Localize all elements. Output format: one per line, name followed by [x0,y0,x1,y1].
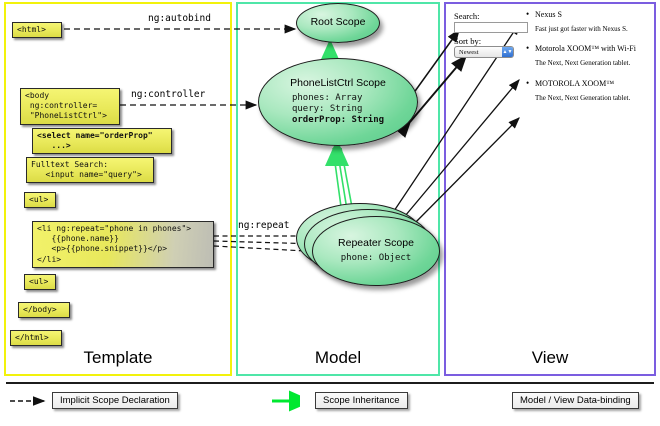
legend-label-model-view-data-binding: Model / View Data-binding [512,392,639,409]
code-box-ul-close: <ul> [24,274,56,291]
edge-label-ng-controller: ng:controller [131,89,206,100]
sort-by-select[interactable]: Newest ▲▼ [454,46,514,58]
search-input[interactable] [454,22,528,33]
code-box-fulltext-search: Fulltext Search: <input name="query"> [26,157,154,184]
edge-label-ng-autobind: ng:autobind [148,13,211,24]
edge-label-ng-repeat: ng:repeat [238,220,290,231]
legend-divider [6,382,654,384]
panel-model-label: Model [314,348,362,367]
phone-name: Motorola XOOM™ with Wi-Fi [524,43,650,54]
phone-list: Nexus S Fast just got faster with Nexus … [524,9,650,113]
sort-by-selected-value: Newest [459,48,479,56]
code-box-body-open: <body ng:controller= "PhoneListCtrl"> [20,88,120,125]
scope-phonelistctrl-props: phones: Array query: String orderProp: S… [292,93,384,125]
phone-snippet: The Next, Next Generation tablet. [535,93,631,102]
scope-root: Root Scope [296,3,380,43]
search-label: Search: [454,11,480,21]
phone-snippet: Fast just got faster with Nexus S. [535,25,628,33]
scope-prop-phone: phone: Object [340,252,412,263]
panel-view-label: View [531,348,569,367]
scope-prop-query: query: String [291,103,363,114]
phone-name: Nexus S [524,9,650,20]
code-box-select-tag: <select name="orderProp" ...> [32,128,172,155]
list-item[interactable]: MOTOROLA XOOM™ The Next, Next Generation… [524,78,650,102]
phone-name: MOTOROLA XOOM™ [524,78,650,89]
code-box-html-open: <html> [12,22,62,39]
scope-root-title: Root Scope [310,16,366,29]
scope-repeater-props: phone: Object [341,253,411,264]
code-box-ul-open: <ul> [24,192,56,209]
legend-label-scope-inheritance: Scope Inheritance [315,392,408,409]
scope-prop-orderprop: orderProp: String [291,114,385,125]
panel-template-label: Template [83,348,153,367]
scope-repeater: Repeater Scope phone: Object [312,216,440,286]
list-item[interactable]: Motorola XOOM™ with Wi-Fi The Next, Next… [524,43,650,68]
legend: Implicit Scope Declaration Scope Inherit… [0,381,660,421]
chevron-updown-icon: ▲▼ [502,47,513,57]
scope-prop-phones: phones: Array [291,93,363,104]
panel-template: Template [4,2,232,376]
phone-snippet: The Next, Next Generation tablet. [535,59,631,68]
legend-label-implicit-scope-declaration: Implicit Scope Declaration [52,392,178,409]
sort-by-label: Sort by: [454,36,482,46]
scope-phonelistctrl: PhoneListCtrl Scope phones: Array query:… [258,58,418,146]
scope-repeater-title: Repeater Scope [338,237,414,250]
list-item[interactable]: Nexus S Fast just got faster with Nexus … [524,9,650,33]
code-box-body-close: </body> [18,302,70,319]
code-box-li-repeat: <li ng:repeat="phone in phones"> {{phone… [32,221,214,268]
scope-phonelistctrl-title: PhoneListCtrl Scope [290,77,386,90]
code-box-html-close: </html> [10,330,62,347]
